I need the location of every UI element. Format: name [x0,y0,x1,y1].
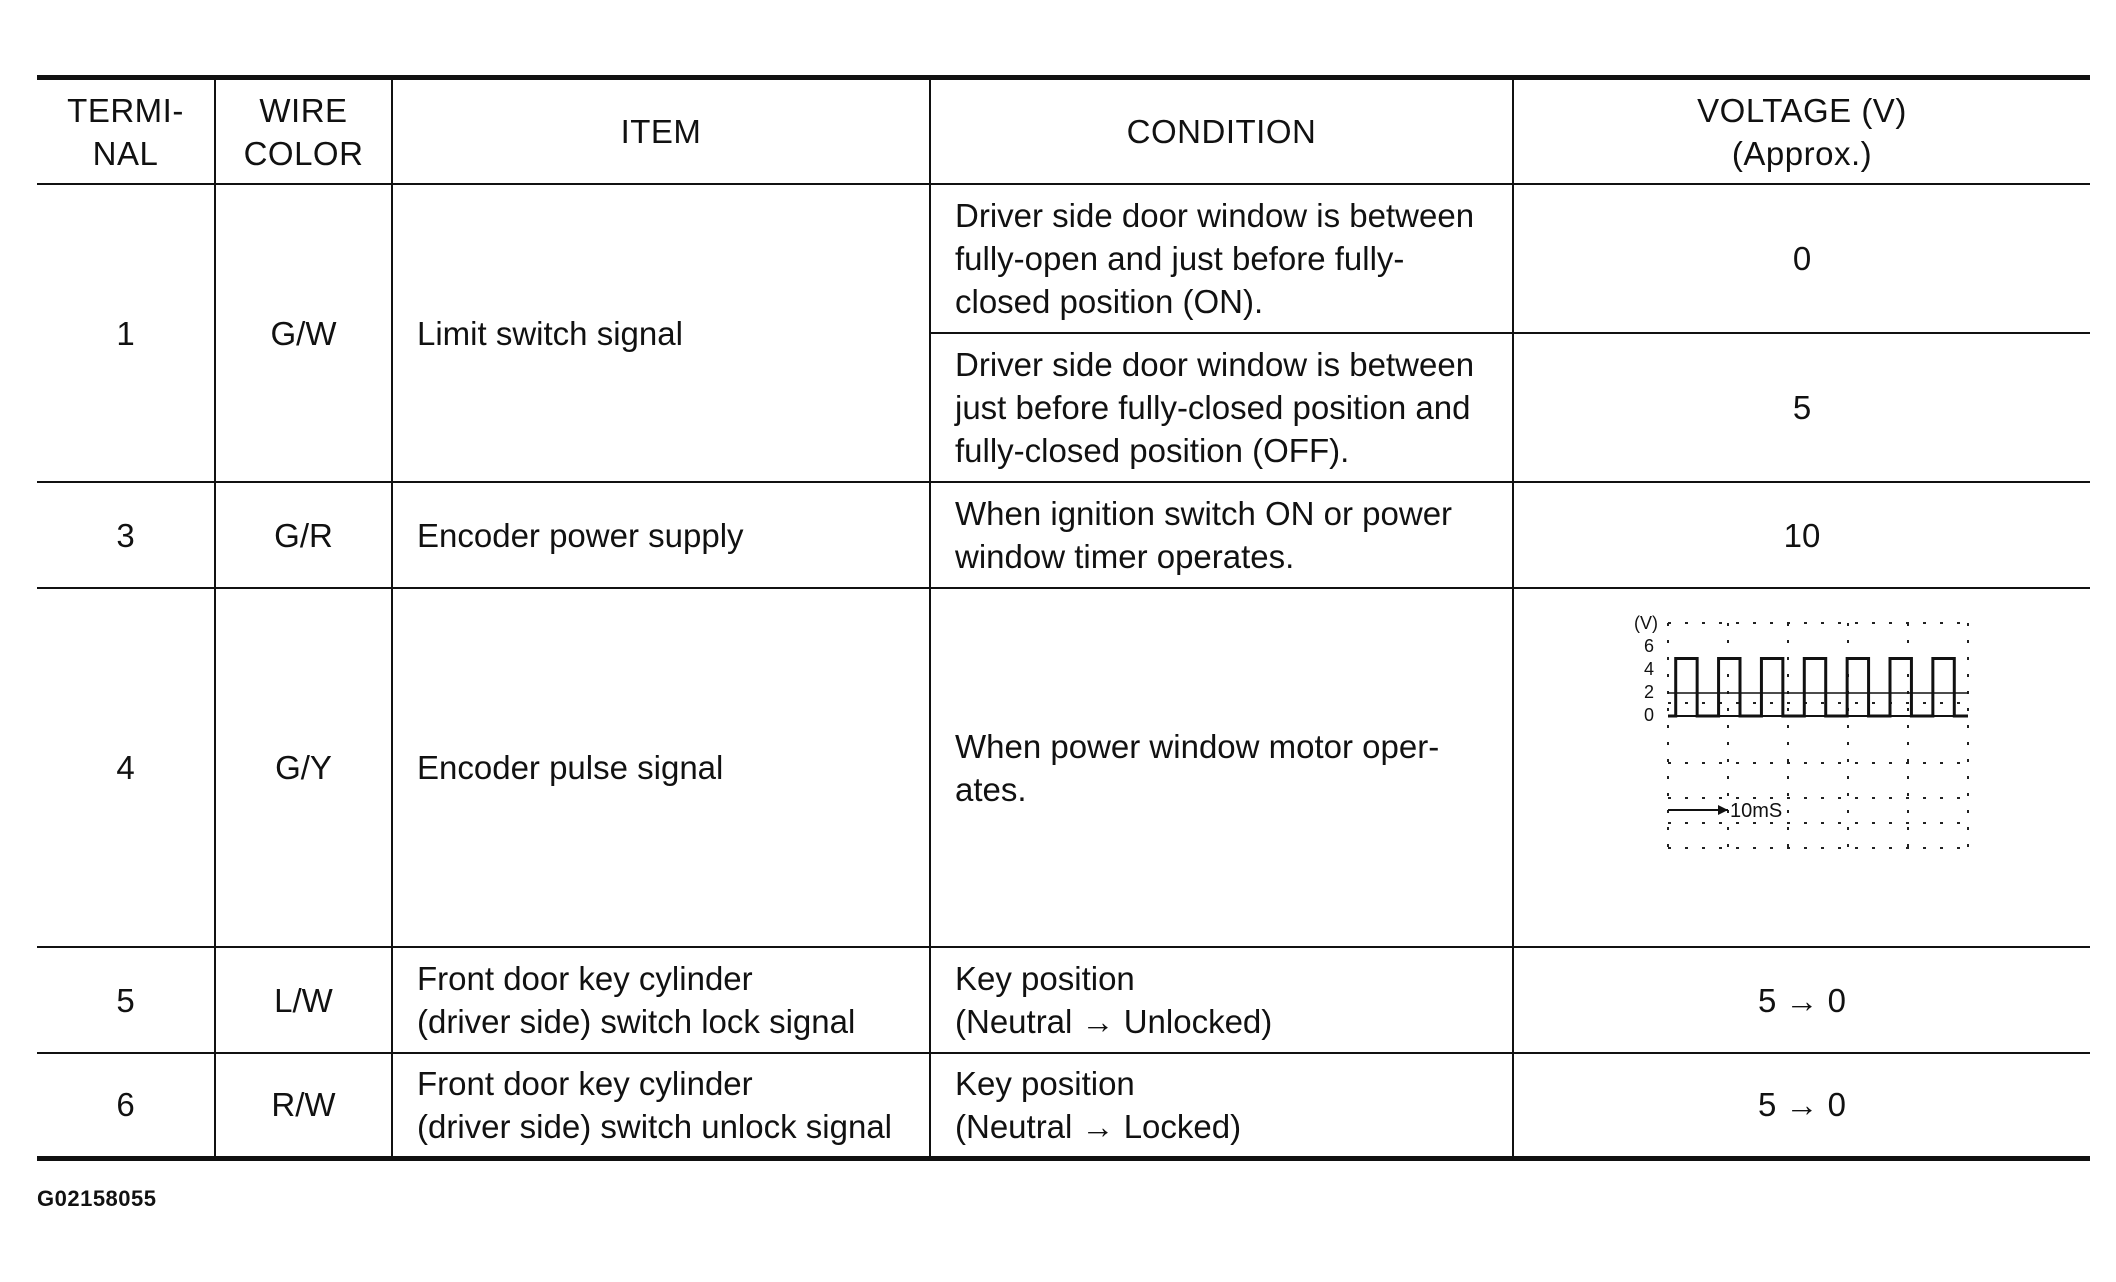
condition-line: fully-open and just before fully- [955,240,1405,277]
header-wire-line2: COLOR [243,134,364,172]
voltage-waveform-cell: (V) 6 4 2 0 10mS [1512,587,2090,948]
condition-line: Driver side door window is between [955,346,1475,383]
condition-cell: When ignition switch ON or power window … [929,481,1514,589]
wire-color-cell: G/W [214,183,393,483]
voltage-cell: 5 → 0 [1512,1052,2090,1158]
condition-line: Driver side door window is between [955,197,1475,234]
waveform-y-unit: (V) [1634,613,1658,633]
condition-cell: Key position (Neutral → Unlocked) [929,946,1514,1054]
terminal-cell: 5 [37,946,216,1054]
header-voltage-line1: VOLTAGE (V) [1697,91,1907,129]
waveform-time-label: 10mS [1730,800,1782,822]
voltage-cell: 0 [1512,183,2090,334]
voltage-cell: 5 [1512,332,2090,483]
table-row: 3 G/R Encoder power supply When ignition… [37,481,2090,589]
item-cell: Front door key cylinder (driver side) sw… [391,1052,931,1158]
header-wire-line1: WIRE [259,91,348,129]
terminal-cell: 6 [37,1052,216,1158]
condition-line: (Neutral → Locked) [955,1107,1242,1145]
condition-line: closed position (ON). [955,283,1264,320]
figure-code: G02158055 [37,1186,157,1211]
condition-line: When ignition switch ON or power [955,495,1453,532]
time-span-arrow [1718,805,1728,815]
item-cell: Front door key cylinder (driver side) sw… [391,946,931,1054]
waveform-y-tick: 6 [1644,636,1654,656]
condition-line: (Neutral → Unlocked) [955,1003,1273,1040]
item-line: (driver side) switch lock signal [417,1003,856,1040]
wire-color-cell: L/W [214,946,393,1054]
waveform-y-tick: 2 [1644,682,1654,702]
condition-line: Key position [955,1064,1135,1102]
header-voltage-line2: (Approx.) [1731,134,1873,172]
header-terminal: TERMI- NAL [37,77,216,185]
condition-line: Key position [955,960,1135,997]
item-cell: Limit switch signal [391,183,931,483]
header-wire-color: WIRE COLOR [214,77,393,185]
wire-color-cell: R/W [214,1052,393,1158]
condition-line: just before fully-closed position and [955,389,1471,426]
encoder-pulse-waveform: (V) 6 4 2 0 10mS [1634,613,1969,858]
terminal-cell: 4 [37,587,216,948]
header-terminal-line1: TERMI- [67,91,184,129]
condition-cell: Driver side door window is between just … [930,332,1514,483]
wire-color-cell: G/R [214,481,393,589]
table-row: 5 L/W Front door key cylinder (driver si… [37,946,2090,1054]
item-line: Front door key cylinder [417,960,753,997]
header-item: ITEM [391,77,931,185]
table-row: 4 G/Y Encoder pulse signal When power wi… [37,587,2090,948]
condition-cell: Key position (Neutral → Locked) [929,1052,1514,1158]
header-voltage: VOLTAGE (V) (Approx.) [1512,77,2090,185]
condition-line: fully-closed position (OFF). [955,432,1350,469]
condition-line: ates. [955,770,1027,808]
wire-color-cell: G/Y [214,587,393,948]
terminal-voltage-table: TERMI- NAL WIRE COLOR ITEM CONDITION VOL… [37,75,2090,1161]
waveform-y-tick: 0 [1644,705,1654,725]
condition-line: window timer operates. [955,538,1295,575]
table-row: 6 R/W Front door key cylinder (driver si… [37,1052,2090,1158]
header-condition: CONDITION [929,77,1514,185]
waveform-pulse-trace [1668,657,1968,718]
table-header-row: TERMI- NAL WIRE COLOR ITEM CONDITION VOL… [37,77,2090,185]
table-row: Driver side door window is between just … [37,332,2090,483]
header-terminal-line2: NAL [92,134,159,172]
waveform-y-tick: 4 [1644,659,1654,679]
condition-line: When power window motor oper- [955,727,1440,765]
item-cell: Encoder pulse signal [391,587,931,948]
condition-cell: When power window motor oper- ates. [929,587,1514,948]
item-line: (driver side) switch unlock signal [417,1107,893,1145]
terminal-cell: 1 [37,183,216,483]
item-cell: Encoder power supply [391,481,931,589]
condition-cell: Driver side door window is between fully… [929,183,1514,334]
voltage-cell: 5 → 0 [1512,946,2090,1054]
terminal-cell: 3 [37,481,216,589]
table-row: 1 G/W Limit switch signal Driver side do… [37,183,2090,483]
item-line: Front door key cylinder [417,1064,753,1102]
voltage-cell: 10 [1512,481,2090,589]
waveform-wrapper: (V) 6 4 2 0 10mS [1514,589,2090,863]
